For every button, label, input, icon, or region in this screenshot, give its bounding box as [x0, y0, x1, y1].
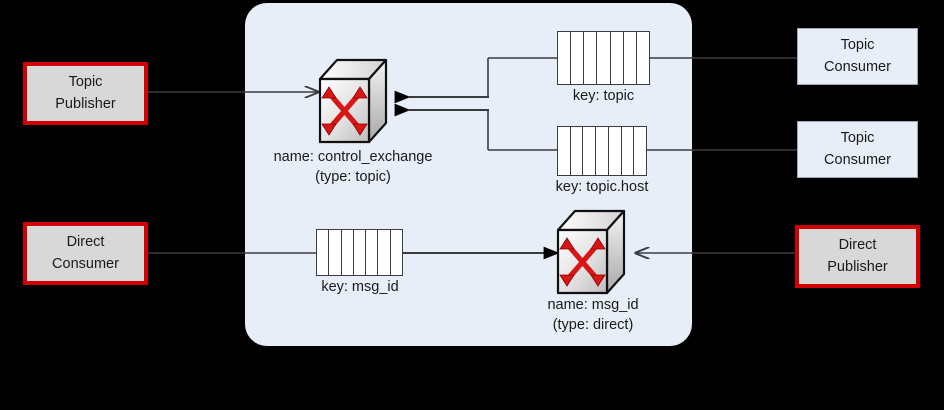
exchange-switch-icon — [556, 209, 626, 295]
control-exchange-name: name: control_exchange — [273, 149, 433, 165]
topic-publisher-box[interactable]: Topic Publisher — [23, 62, 148, 125]
queue-cell — [609, 127, 622, 175]
queue-msg-id[interactable] — [316, 229, 403, 276]
queue-cell — [366, 230, 379, 275]
direct-publisher-label-line1: Direct — [838, 237, 877, 254]
direct-consumer-label-line2: Consumer — [52, 255, 119, 272]
direct-consumer-box[interactable]: Direct Consumer — [23, 222, 148, 285]
queue-topic-host-label: key: topic.host — [555, 179, 649, 195]
control-exchange-caption: name: control_exchange (type: topic) — [242, 148, 464, 187]
topic-publisher-label-line1: Topic — [68, 74, 103, 91]
msgid-exchange-caption: name: msg_id (type: direct) — [505, 296, 681, 335]
queue-cell — [596, 127, 609, 175]
topic-publisher-label-line2: Publisher — [55, 95, 116, 112]
queue-cell — [571, 127, 584, 175]
msgid-exchange-node[interactable] — [553, 208, 629, 296]
control-exchange-node[interactable] — [315, 57, 391, 145]
msgid-exchange-name: name: msg_id — [547, 297, 639, 313]
control-exchange-type: (type: topic) — [315, 168, 391, 185]
direct-publisher-label-line2: Publisher — [827, 258, 888, 275]
queue-cell — [391, 230, 402, 275]
topic-consumer-2-box[interactable]: Topic Consumer — [797, 121, 918, 178]
queue-cell — [342, 230, 354, 275]
topic-consumer-1-box[interactable]: Topic Consumer — [797, 28, 918, 85]
queue-cell — [317, 230, 330, 275]
topic-consumer-2-label-line1: Topic — [840, 130, 875, 147]
queue-topic-host[interactable] — [557, 126, 647, 176]
queue-cell — [378, 230, 391, 275]
queue-cell — [571, 32, 585, 84]
queue-cell — [354, 230, 367, 275]
queue-cell — [597, 32, 611, 84]
queue-cell — [622, 127, 635, 175]
exchange-switch-icon — [318, 58, 388, 144]
queue-cell — [558, 32, 572, 84]
queue-cell — [634, 127, 646, 175]
queue-cell — [637, 32, 649, 84]
topic-consumer-2-label-line2: Consumer — [824, 151, 891, 168]
queue-cell — [583, 127, 597, 175]
topic-consumer-1-label-line1: Topic — [840, 37, 875, 54]
queue-topic[interactable] — [557, 31, 650, 85]
direct-consumer-label-line1: Direct — [66, 234, 105, 251]
queue-cell — [584, 32, 598, 84]
queue-cell — [624, 32, 637, 84]
direct-publisher-box[interactable]: Direct Publisher — [795, 225, 920, 288]
queue-msg-id-label: key: msg_id — [321, 279, 399, 295]
queue-cell — [558, 127, 571, 175]
queue-cell — [611, 32, 624, 84]
queue-topic-label: key: topic — [572, 88, 635, 104]
msgid-exchange-type: (type: direct) — [552, 316, 634, 333]
queue-cell — [329, 230, 342, 275]
topic-consumer-1-label-line2: Consumer — [824, 58, 891, 75]
